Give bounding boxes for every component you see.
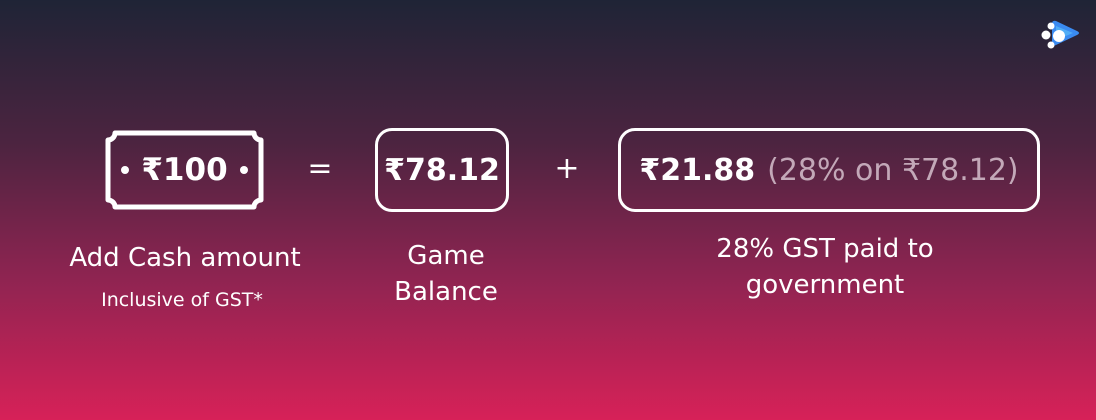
plus-sign: + — [554, 151, 580, 186]
add-cash-caption: Add Cash amount — [69, 243, 301, 273]
gst-rate-detail: (28% on ₹78.12) — [767, 152, 1019, 188]
game-balance-caption-line2: Balance — [394, 277, 498, 307]
logo-shape-icon — [1041, 20, 1079, 49]
gst-caption-line2: government — [745, 270, 905, 300]
game-balance-amount: ₹78.12 — [384, 152, 500, 188]
cash-note: ₹100 — [103, 128, 266, 212]
equals-sign: = — [307, 151, 333, 186]
gst-amount: ₹21.88 — [639, 152, 756, 188]
banknote-icon — [105, 130, 264, 210]
game-balance-caption: Game Balance — [372, 238, 520, 310]
brand-logo-icon — [1038, 18, 1082, 52]
game-balance-caption-line1: Game — [407, 241, 485, 271]
gst-caption: 28% GST paid to government — [655, 231, 995, 303]
gst-caption-line1: 28% GST paid to — [716, 234, 934, 264]
game-balance-box: ₹78.12 — [375, 128, 509, 212]
cash-amount: ₹100 — [141, 152, 228, 188]
inclusive-gst-note: Inclusive of GST* — [101, 289, 263, 311]
gst-amount-box: ₹21.88 (28% on ₹78.12) — [618, 128, 1040, 212]
